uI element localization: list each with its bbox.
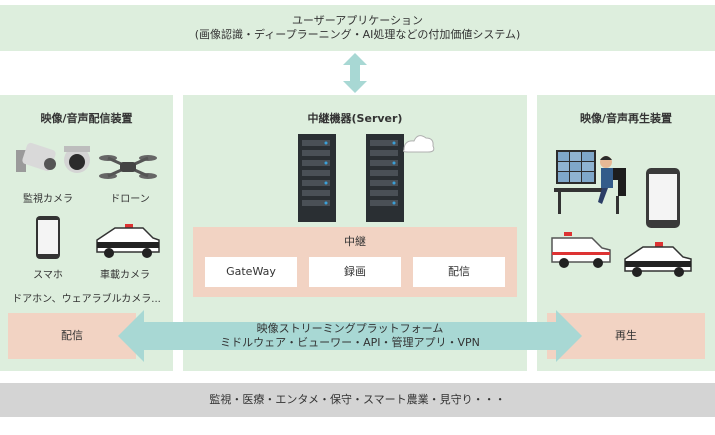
delivery-section: 配信 (8, 313, 136, 359)
server-rack-icon (298, 134, 435, 222)
monitoring-operator-icon (554, 150, 626, 214)
relay-title: 中継 (344, 235, 366, 248)
use-cases-bar: 監視・医療・エンタメ・保守・スマート農業・見守り・・・ (0, 383, 715, 417)
playback-police-car-icon (624, 242, 692, 277)
delivery-devices-title: 映像/音声配信装置 (40, 112, 133, 125)
platform-label: 映像ストリーミングプラットフォーム ミドルウェア・ビューワー・API・管理アプリ… (150, 322, 550, 350)
device-label-phone: スマホ (33, 270, 63, 281)
user-application-title: ユーザーアプリケーション (291, 14, 424, 27)
relay-server-title: 中継機器(Server) (307, 112, 403, 125)
ambulance-icon (551, 232, 611, 268)
playback-smartphone-icon (646, 168, 680, 228)
platform-subtitle: ミドルウェア・ビューワー・API・管理アプリ・VPN (220, 336, 480, 349)
device-label-camera: 監視カメラ (23, 194, 73, 205)
vertical-double-arrow-icon (343, 53, 367, 93)
distribution-box: 配信 (413, 257, 505, 287)
gateway-box: GateWay (205, 257, 297, 287)
platform-double-arrow-icon (118, 310, 582, 362)
drone-icon (99, 155, 157, 179)
platform-title: 映像ストリーミングプラットフォーム (256, 322, 444, 335)
playback-devices-title: 映像/音声再生装置 (579, 112, 673, 125)
device-label-car-camera: 車載カメラ (100, 270, 150, 281)
police-car-icon (96, 224, 160, 258)
surveillance-camera-icon (16, 142, 90, 173)
user-application-subtitle: (画像認識・ディープラーニング・AI処理などの付加価値システム) (194, 28, 521, 41)
smartphone-icon (36, 216, 60, 259)
user-application-panel: ユーザーアプリケーション (画像認識・ディープラーニング・AI処理などの付加価値… (0, 5, 715, 51)
device-label-drone: ドローン (110, 194, 150, 205)
recording-box: 録画 (309, 257, 401, 287)
other-devices-label: ドアホン、ウェアラブルカメラ... (12, 294, 161, 305)
